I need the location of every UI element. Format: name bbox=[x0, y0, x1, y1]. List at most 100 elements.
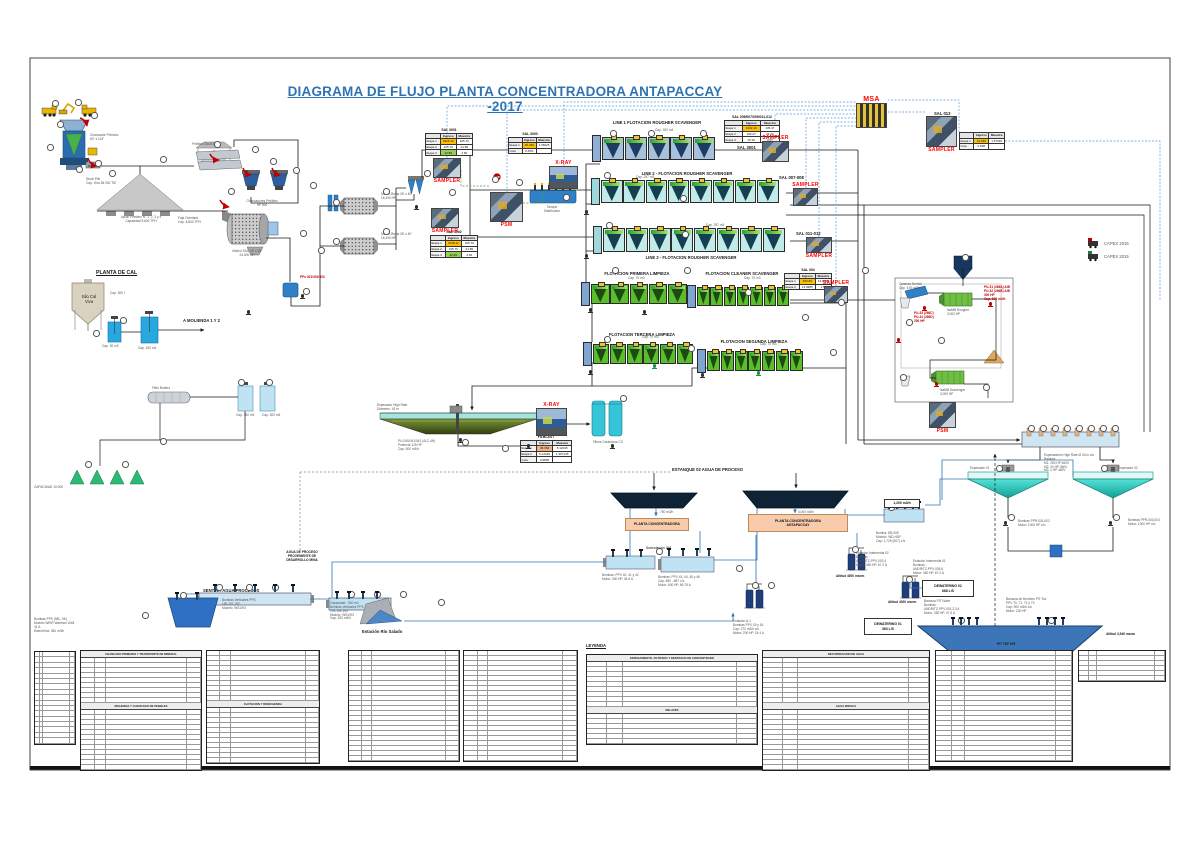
equipment-table-cell bbox=[783, 750, 798, 754]
equipment-table-cell bbox=[446, 731, 459, 735]
equipment-table-row bbox=[35, 738, 75, 744]
equipment-table-row bbox=[1079, 656, 1165, 661]
tag-circle bbox=[270, 158, 277, 165]
equipment-table-cell bbox=[563, 721, 577, 725]
tag-circle bbox=[983, 384, 990, 391]
equipment-table-cell bbox=[563, 651, 577, 655]
label-bombas-ppv-43: Bombas: PPV 43, 44, 45 y 46 Cap: 550 - 6… bbox=[658, 575, 700, 587]
flotation-cell bbox=[697, 285, 710, 306]
pump-icon bbox=[1003, 521, 1008, 526]
equipment-table-row bbox=[763, 673, 929, 678]
equipment-table-cell bbox=[783, 673, 798, 677]
equipment-table-row bbox=[464, 666, 577, 671]
tag-circle bbox=[620, 395, 627, 402]
vertical-pump-icon bbox=[1053, 617, 1058, 625]
equipment-table-row bbox=[81, 765, 201, 770]
label-espesador-01: Espesador 01 bbox=[970, 466, 990, 470]
flotation-cell bbox=[690, 178, 712, 203]
equipment-table-row bbox=[207, 723, 319, 728]
equipment-table-cell bbox=[70, 722, 75, 727]
equipment-table-cell bbox=[587, 719, 608, 723]
sampler-photo-2: SAMPLER bbox=[431, 208, 459, 234]
equipment-table-cell bbox=[763, 745, 783, 749]
equipment-table-cell bbox=[106, 720, 187, 724]
equipment-table-cell bbox=[207, 666, 221, 670]
label-pu-33: PU-33 (266C) PU-34 (266D) 250 HP bbox=[914, 311, 934, 323]
tag-circle bbox=[830, 349, 837, 356]
equipment-table-cell bbox=[563, 731, 577, 735]
equipment-table-cell bbox=[231, 723, 306, 727]
equipment-table-row bbox=[207, 728, 319, 733]
equipment-table-cell bbox=[623, 714, 737, 718]
equipment-table-cell bbox=[464, 711, 478, 715]
flotation-cell bbox=[717, 226, 739, 252]
equipment-table-cell bbox=[362, 756, 373, 760]
equipment-table-cell bbox=[798, 683, 910, 687]
equipment-table-cell bbox=[607, 719, 623, 723]
equipment-table-row bbox=[464, 716, 577, 721]
equipment-table-row bbox=[81, 725, 201, 730]
equipment-table-row bbox=[81, 720, 201, 725]
tag-circle bbox=[142, 612, 149, 619]
tag-circle bbox=[76, 166, 83, 173]
equipment-table-row bbox=[936, 701, 1072, 706]
equipment-table-row bbox=[763, 688, 929, 693]
equipment-table-row bbox=[81, 658, 201, 663]
equipment-table-cell bbox=[81, 683, 96, 687]
equipment-table-cell bbox=[909, 730, 929, 734]
equipment-table-cell bbox=[607, 724, 623, 728]
equipment-table-cell bbox=[35, 668, 40, 673]
equipment-table-cell bbox=[446, 661, 459, 665]
equipment-table-cell bbox=[563, 696, 577, 700]
equipment-table-cell bbox=[798, 745, 910, 749]
equipment-table-cell bbox=[43, 657, 71, 662]
cell-lid bbox=[736, 182, 755, 186]
equipment-table-cell bbox=[587, 662, 608, 666]
flotation-cell bbox=[591, 282, 610, 304]
flotation-cell bbox=[720, 349, 734, 371]
sampler-photo-4: SAMPLER bbox=[792, 182, 818, 206]
tag-circle bbox=[383, 188, 390, 195]
cell-vee bbox=[723, 355, 732, 370]
equipment-table-row bbox=[349, 691, 459, 696]
label-est-int-02: Estación Intermedia 02 Bombas : ANDRITZ-… bbox=[856, 551, 889, 567]
equipment-table-row bbox=[207, 748, 319, 753]
cell-lid bbox=[791, 353, 802, 356]
equipment-table-cell bbox=[362, 741, 373, 745]
equipment-table-cell bbox=[220, 743, 231, 747]
equipment-table-row bbox=[349, 721, 459, 726]
equipment-table-cell bbox=[43, 684, 71, 689]
label-altitud-4000: Altitud 4000 msnm bbox=[836, 574, 865, 578]
equipment-table-row bbox=[349, 751, 459, 756]
equipment-table-cell bbox=[478, 716, 488, 720]
flotation-cell bbox=[645, 178, 668, 203]
equipment-table-row bbox=[35, 652, 75, 658]
equipment-table-cell bbox=[952, 661, 965, 665]
equipment-table-cell bbox=[306, 728, 319, 732]
equipment-table-row bbox=[207, 691, 319, 696]
equipment-table-cell bbox=[763, 678, 783, 682]
equipment-table-cell bbox=[1079, 666, 1090, 670]
equipment-table-cell bbox=[965, 746, 1056, 750]
equipment-table-cell bbox=[187, 688, 201, 692]
equipment-table-cell bbox=[488, 651, 564, 655]
equipment-table-tbl-agua-2 bbox=[935, 650, 1073, 762]
tag-circle bbox=[122, 461, 129, 468]
equipment-table-cell bbox=[95, 760, 107, 764]
equipment-table-cell bbox=[81, 693, 96, 697]
equipment-table-cell bbox=[763, 673, 783, 677]
equipment-table-cell bbox=[587, 702, 608, 706]
equipment-table-cell bbox=[965, 686, 1056, 690]
equipment-table-cell bbox=[1097, 676, 1155, 680]
equipment-table-cell bbox=[488, 736, 564, 740]
equipment-table-cell bbox=[783, 745, 798, 749]
equipment-table-cell bbox=[187, 710, 201, 714]
cell-vee bbox=[739, 291, 748, 305]
cell-lid bbox=[750, 353, 760, 356]
equipment-table-row bbox=[936, 691, 1072, 696]
equipment-table-cell bbox=[763, 765, 783, 769]
equipment-table-cell bbox=[478, 676, 488, 680]
equipment-table-cell bbox=[763, 710, 783, 714]
equipment-table-cell bbox=[372, 676, 446, 680]
equipment-table-cell bbox=[446, 736, 459, 740]
